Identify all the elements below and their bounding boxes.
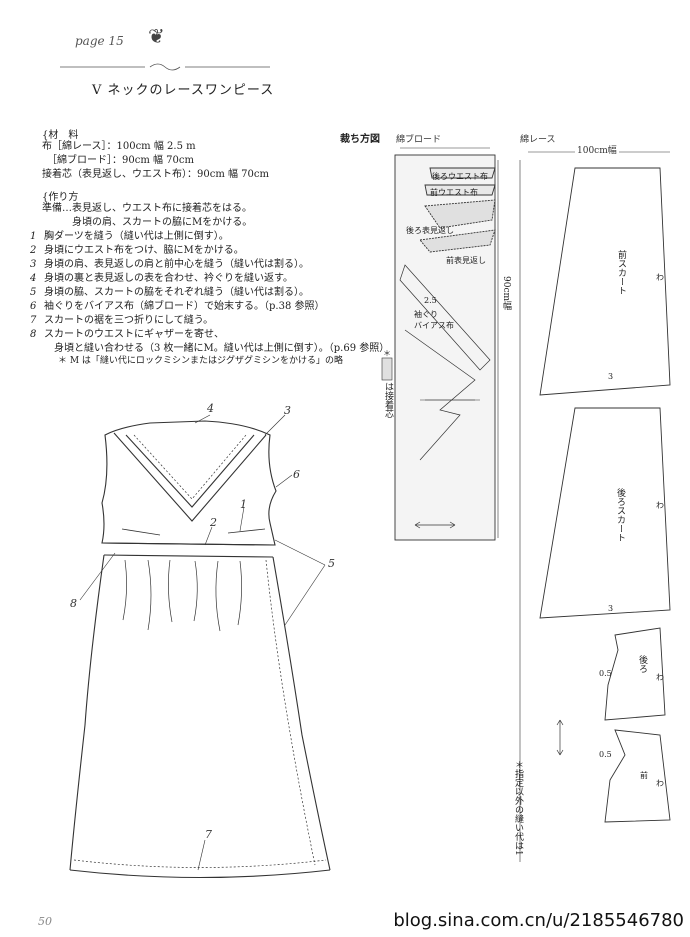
piece-armhole: 袖ぐり bbox=[414, 310, 438, 319]
header-divider bbox=[60, 63, 270, 71]
fold-mark: わ bbox=[656, 779, 664, 788]
callout-1: 1 bbox=[240, 498, 247, 511]
bias-value: 2.5 bbox=[424, 296, 437, 305]
piece-back-skirt: 後ろスカート bbox=[615, 488, 625, 542]
piece-front-facing: 前表見返し bbox=[446, 256, 486, 265]
callout-4: 4 bbox=[207, 402, 214, 415]
piece-back-facing: 後ろ表見返し bbox=[406, 226, 454, 235]
cutting-diagram-title: 裁ち方図 bbox=[340, 134, 380, 145]
piece-back-bodice: 後ろ bbox=[637, 655, 647, 673]
fold-mark: わ bbox=[656, 673, 664, 682]
fabric2-width: 100cm幅 bbox=[575, 143, 619, 156]
callout-7: 7 bbox=[205, 828, 212, 841]
step-8-continued: 身頃と縫い合わせる（3 枚一緒にM。縫い代は上側に倒す）。（p.69 参照） bbox=[44, 343, 390, 354]
abbreviation-note: ＊ M は「縫い代にロックミシンまたはジグザグミシンをかける」の略 bbox=[58, 356, 343, 366]
seam-3-label: 3 bbox=[608, 604, 614, 613]
fabric1-width: 90cm幅 bbox=[501, 276, 511, 311]
dress-illustration bbox=[69, 414, 331, 879]
prep-line: 身頃の肩、スカートの脇にMをかける。 bbox=[42, 217, 253, 228]
seam-3-label: 3 bbox=[608, 372, 614, 381]
callout-3: 3 bbox=[284, 404, 291, 417]
callout-2: 2 bbox=[210, 516, 217, 529]
page-number: 50 bbox=[38, 915, 52, 928]
prep-line: 準備…表見返し、ウエスト布に接着芯をはる。 bbox=[42, 203, 252, 214]
callout-6: 6 bbox=[293, 468, 300, 481]
piece-back-waist: 後ろウエスト布 bbox=[432, 172, 488, 181]
piece-front-waist: 前ウエスト布 bbox=[430, 188, 478, 197]
page-label: page 15 bbox=[75, 34, 124, 48]
fold-mark: わ bbox=[656, 501, 664, 510]
interfacing-legend: は接着芯 bbox=[383, 382, 393, 418]
watermark: blog.sina.com.cn/u/2185546780 bbox=[393, 910, 684, 931]
materials-heading: {材 料 bbox=[42, 130, 79, 141]
seam-05-label: 0.5 bbox=[599, 750, 612, 759]
callout-8: 8 bbox=[70, 597, 77, 610]
piece-bias: バイアス布 bbox=[414, 321, 454, 330]
piece-front-skirt: 前スカート bbox=[616, 250, 626, 295]
materials-line: 布［綿レース］：100cm 幅 2.5 m bbox=[42, 141, 196, 152]
piece-front-bodice: 前 bbox=[640, 771, 648, 780]
materials-line: ［綿ブロード］：90cm 幅 70cm bbox=[42, 155, 194, 166]
legend-mark: ＊ bbox=[383, 349, 391, 358]
ornament-icon: ❦ bbox=[148, 24, 165, 48]
fabric1-name: 綿ブロード bbox=[396, 135, 442, 145]
fabric2-name: 綿レース bbox=[520, 135, 556, 145]
callout-5: 5 bbox=[328, 557, 335, 570]
page-title: V ネックのレースワンピース bbox=[92, 83, 275, 98]
seam-05-label: 0.5 bbox=[599, 669, 612, 678]
fold-mark: わ bbox=[656, 273, 664, 282]
cutting-layout bbox=[381, 147, 671, 862]
seam-allowance-note: ＊指定以外の縫い代は1 bbox=[513, 760, 523, 856]
materials-line: 接着芯（表見返し、ウエスト布）：90cm 幅 70cm bbox=[42, 169, 269, 180]
steps-heading: {作り方 bbox=[42, 192, 79, 203]
